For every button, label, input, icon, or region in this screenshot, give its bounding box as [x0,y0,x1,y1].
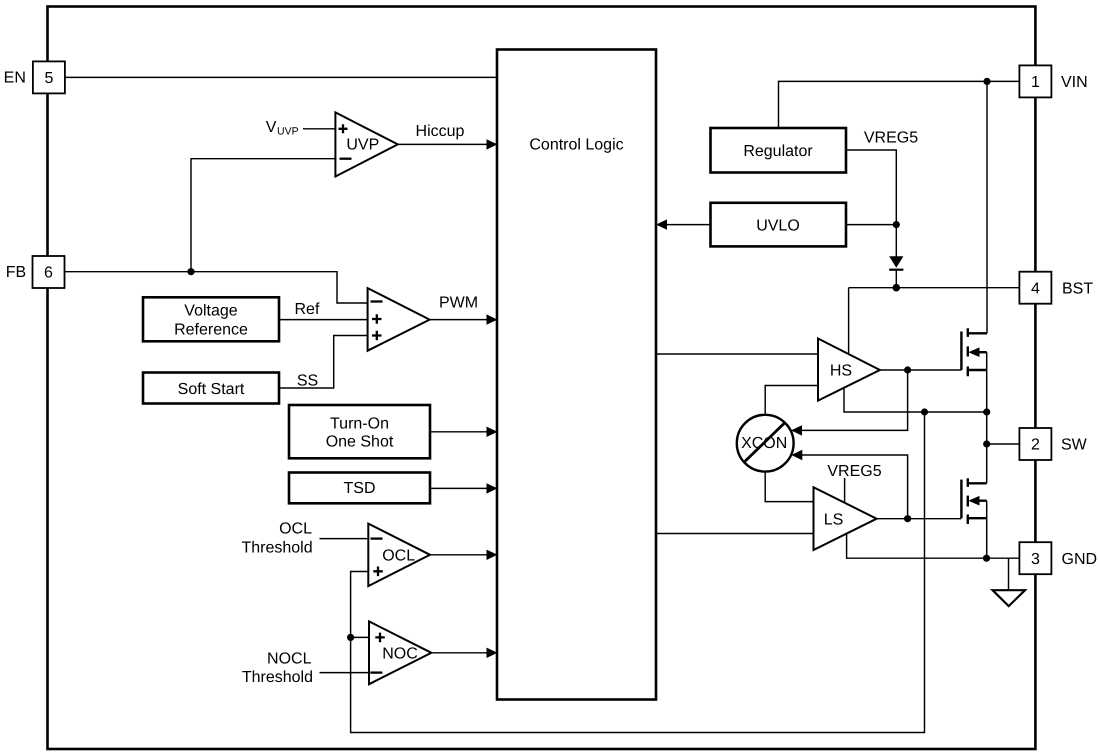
svg-text:UVP: UVP [277,125,299,137]
svg-text:Control Logic: Control Logic [529,137,623,154]
svg-text:XCON: XCON [741,435,787,452]
svg-text:UVP: UVP [346,137,379,154]
svg-text:HS: HS [830,363,852,380]
svg-text:PWM: PWM [439,295,478,312]
svg-text:VIN: VIN [1061,74,1088,91]
svg-text:OCL: OCL [382,548,415,565]
svg-text:OCL: OCL [279,521,312,538]
svg-text:2: 2 [1031,437,1040,454]
svg-text:SS: SS [297,372,318,389]
svg-text:V: V [266,119,277,136]
svg-text:Turn-On: Turn-On [330,416,389,433]
svg-text:Voltage: Voltage [184,303,237,320]
svg-text:Threshold: Threshold [242,669,313,686]
svg-text:BST: BST [1062,280,1093,297]
svg-text:Soft Start: Soft Start [178,381,245,398]
svg-text:VREG5: VREG5 [827,463,881,480]
svg-text:GND: GND [1062,551,1098,568]
svg-text:Regulator: Regulator [743,143,813,160]
svg-text:Reference: Reference [174,322,248,339]
svg-text:SW: SW [1061,437,1088,454]
svg-text:TSD: TSD [344,480,376,497]
svg-text:NOC: NOC [382,646,418,663]
svg-text:6: 6 [44,265,53,282]
svg-text:VREG5: VREG5 [864,130,918,147]
svg-text:Ref: Ref [294,301,319,318]
svg-text:NOCL: NOCL [267,650,312,667]
svg-text:EN: EN [4,69,26,86]
svg-text:LS: LS [824,512,844,529]
svg-text:3: 3 [1031,551,1040,568]
svg-text:Hiccup: Hiccup [416,123,465,140]
svg-text:UVLO: UVLO [756,217,800,234]
svg-text:One Shot: One Shot [326,434,394,451]
svg-text:1: 1 [1031,74,1040,91]
svg-text:Threshold: Threshold [241,540,312,557]
svg-text:5: 5 [44,70,53,87]
svg-text:FB: FB [6,264,26,281]
svg-text:4: 4 [1031,280,1040,297]
